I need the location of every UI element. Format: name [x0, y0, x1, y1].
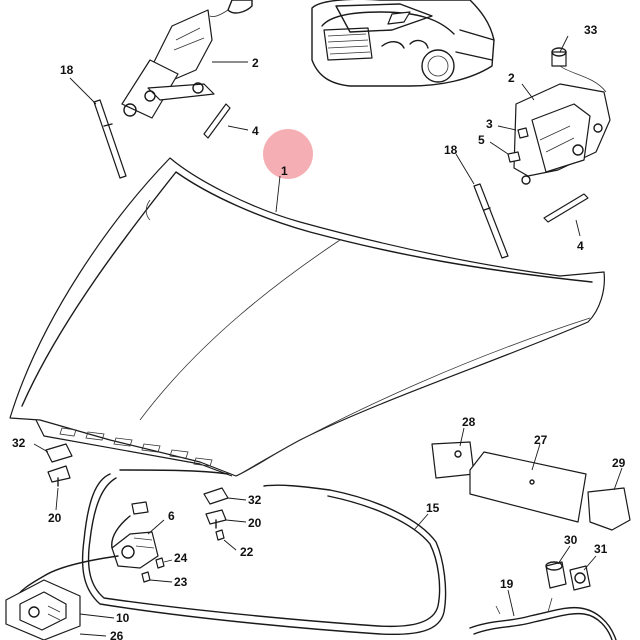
insulation-pad-28	[431, 441, 475, 479]
callout-26: 26	[110, 629, 124, 640]
callout-10: 10	[116, 611, 130, 625]
callout-31: 31	[594, 542, 608, 556]
callout-18-right: 18	[444, 143, 458, 157]
callout-6: 6	[168, 509, 175, 523]
callout-20-right: 20	[248, 516, 262, 530]
gas-strut-left	[93, 99, 127, 179]
callout-1-highlight	[263, 129, 313, 179]
callout-32-left: 32	[12, 436, 26, 450]
callout-19: 19	[500, 577, 514, 591]
callout-33: 33	[584, 23, 598, 37]
hood-seal	[81, 469, 447, 636]
callout-27: 27	[534, 433, 548, 447]
bolt-24	[155, 557, 165, 569]
callout-32-right: 32	[248, 493, 262, 507]
leader-lines	[33, 35, 623, 637]
callout-5: 5	[478, 133, 485, 147]
bolt-3	[517, 127, 529, 139]
callout-30: 30	[564, 533, 578, 547]
bracket-right-20	[205, 509, 227, 529]
callout-labels: 1 2 2 3 4 4 5 6 10 15 18 18 19 20 20 22 …	[12, 23, 626, 640]
left-hood-hinge	[121, 0, 253, 119]
callout-22: 22	[240, 545, 254, 559]
support-rod-left	[203, 103, 231, 139]
bushing-30	[545, 561, 567, 589]
callout-24: 24	[174, 551, 188, 565]
wiring-harness	[469, 597, 617, 640]
release-mechanism	[5, 579, 81, 640]
bracket-left-32	[45, 443, 73, 463]
gas-strut-right	[473, 183, 509, 259]
callout-15: 15	[426, 501, 440, 515]
right-hood-hinge	[513, 47, 611, 185]
bracket-left-20	[47, 465, 71, 487]
insulation-pad-29	[587, 487, 631, 531]
callout-28: 28	[462, 415, 476, 429]
bracket-right-32	[203, 487, 229, 505]
bolt-23	[141, 571, 151, 583]
callout-4-left: 4	[252, 124, 259, 138]
hood-latch	[111, 501, 159, 569]
insulation-pad-27	[469, 451, 587, 523]
callout-29: 29	[612, 456, 626, 470]
hood-vents	[59, 427, 213, 467]
callout-23: 23	[174, 575, 188, 589]
callout-2-left: 2	[252, 56, 259, 70]
callout-3: 3	[486, 117, 493, 131]
bolt-22	[215, 529, 225, 541]
callout-18-left: 18	[60, 63, 74, 77]
bushing-31	[569, 565, 591, 591]
callout-1: 1	[281, 164, 288, 178]
bolt-5	[507, 151, 521, 163]
callout-4-right: 4	[577, 239, 584, 253]
callout-2-right: 2	[508, 71, 515, 85]
car-thumbnail	[311, 0, 495, 87]
callout-20-left: 20	[48, 511, 62, 525]
support-rod-right	[543, 193, 589, 223]
hood-panel	[9, 157, 605, 477]
